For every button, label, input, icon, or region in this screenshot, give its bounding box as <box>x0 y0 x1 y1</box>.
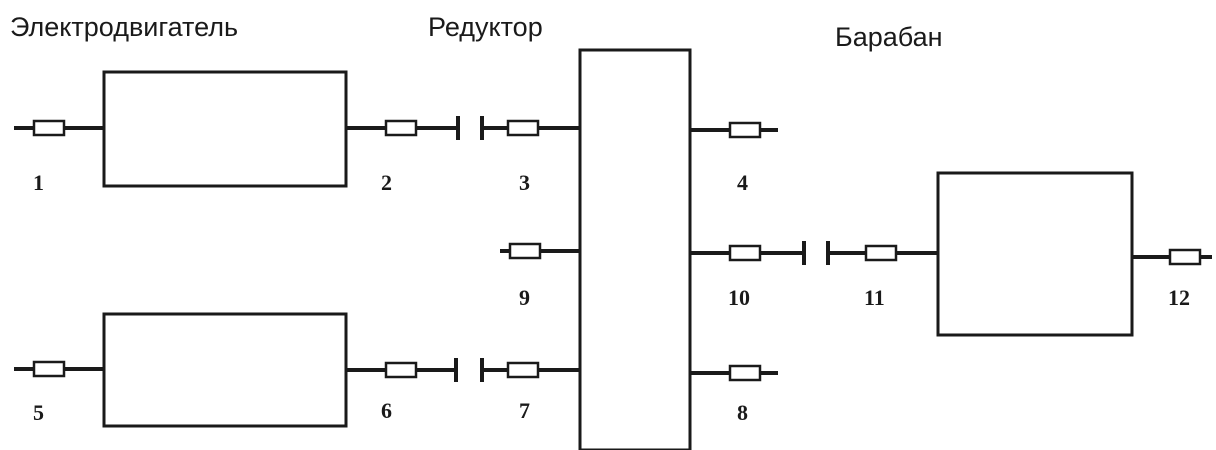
point-label-2: 2 <box>381 170 392 195</box>
point-label-8: 8 <box>737 400 748 425</box>
reducer-box <box>578 48 692 450</box>
shaft-bearing-10 <box>690 241 806 265</box>
point-label-11: 11 <box>864 285 885 310</box>
point-label-6: 6 <box>381 398 392 423</box>
title-reducer: Редуктор <box>428 12 543 42</box>
point-label-7: 7 <box>519 398 530 423</box>
title-motor: Электродвигатель <box>10 12 238 42</box>
title-drum: Барабан <box>835 22 943 52</box>
shaft-bearing-11 <box>826 241 938 265</box>
shaft-bearing-3 <box>480 116 580 140</box>
shaft-bearing-12 <box>1132 248 1212 266</box>
point-label-3: 3 <box>519 170 530 195</box>
shaft-bearing-7 <box>480 358 580 382</box>
point-label-1: 1 <box>33 170 44 195</box>
shaft-bearing-8 <box>690 364 778 382</box>
shaft-bearing-1 <box>14 119 104 137</box>
motor-2-box <box>102 312 348 428</box>
shaft-bearing-5 <box>14 360 104 378</box>
shaft-bearing-6 <box>346 358 458 382</box>
point-label-9: 9 <box>519 285 530 310</box>
point-label-12: 12 <box>1168 285 1190 310</box>
motor-1-box <box>102 70 348 188</box>
shaft-bearing-4 <box>690 121 778 139</box>
shaft-bearing-9 <box>500 242 580 260</box>
point-label-10: 10 <box>728 285 750 310</box>
drum-box <box>936 171 1134 337</box>
point-label-4: 4 <box>737 170 748 195</box>
point-label-5: 5 <box>33 400 44 425</box>
shaft-bearing-2 <box>346 116 460 140</box>
